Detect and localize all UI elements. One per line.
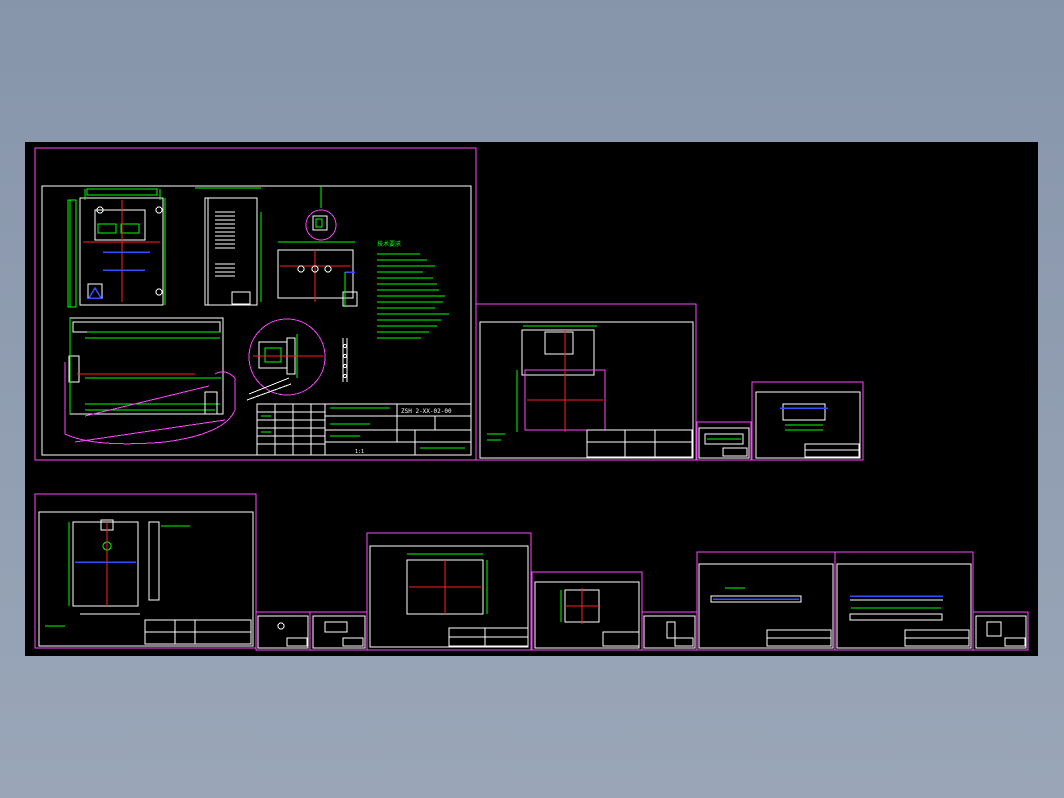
- detail-c: [305, 186, 337, 241]
- rail-detail: [342, 338, 348, 382]
- sheet-small-bracket[interactable]: [696, 421, 752, 461]
- sheet-panel-plate[interactable]: [475, 303, 697, 461]
- installation-view: [64, 317, 236, 445]
- sheet-small-part-2[interactable]: [309, 611, 368, 651]
- side-view: [195, 187, 262, 306]
- sheet-small-part-3[interactable]: [641, 611, 698, 651]
- sheet-mounting-plate[interactable]: [366, 532, 532, 651]
- sheet-door[interactable]: [34, 493, 257, 649]
- sheet-cover[interactable]: [751, 381, 864, 461]
- sheet-square-plate[interactable]: [531, 571, 643, 651]
- scale-value: 1:1: [355, 449, 364, 455]
- detail-b: [246, 318, 326, 401]
- title-block: ZSH 2-XX-02-00 1:1: [256, 403, 472, 456]
- drawing-sheets-svg: 技术要求: [34, 147, 1029, 651]
- notes-heading: 技术要求: [377, 240, 401, 248]
- sheet-small-part-1[interactable]: [255, 611, 311, 651]
- sheet-rail-1[interactable]: [696, 551, 836, 651]
- sheet-small-part-4[interactable]: [972, 611, 1029, 651]
- sheet-rail-2[interactable]: [834, 551, 974, 651]
- section-view-a: [277, 241, 358, 307]
- technical-notes: 技术要求: [377, 240, 449, 339]
- drawing-canvas[interactable]: 技术要求: [25, 142, 1038, 656]
- drawing-number: ZSH 2-XX-02-00: [401, 408, 452, 415]
- sheet-main-assembly[interactable]: 技术要求: [34, 147, 477, 461]
- front-view: [67, 188, 166, 308]
